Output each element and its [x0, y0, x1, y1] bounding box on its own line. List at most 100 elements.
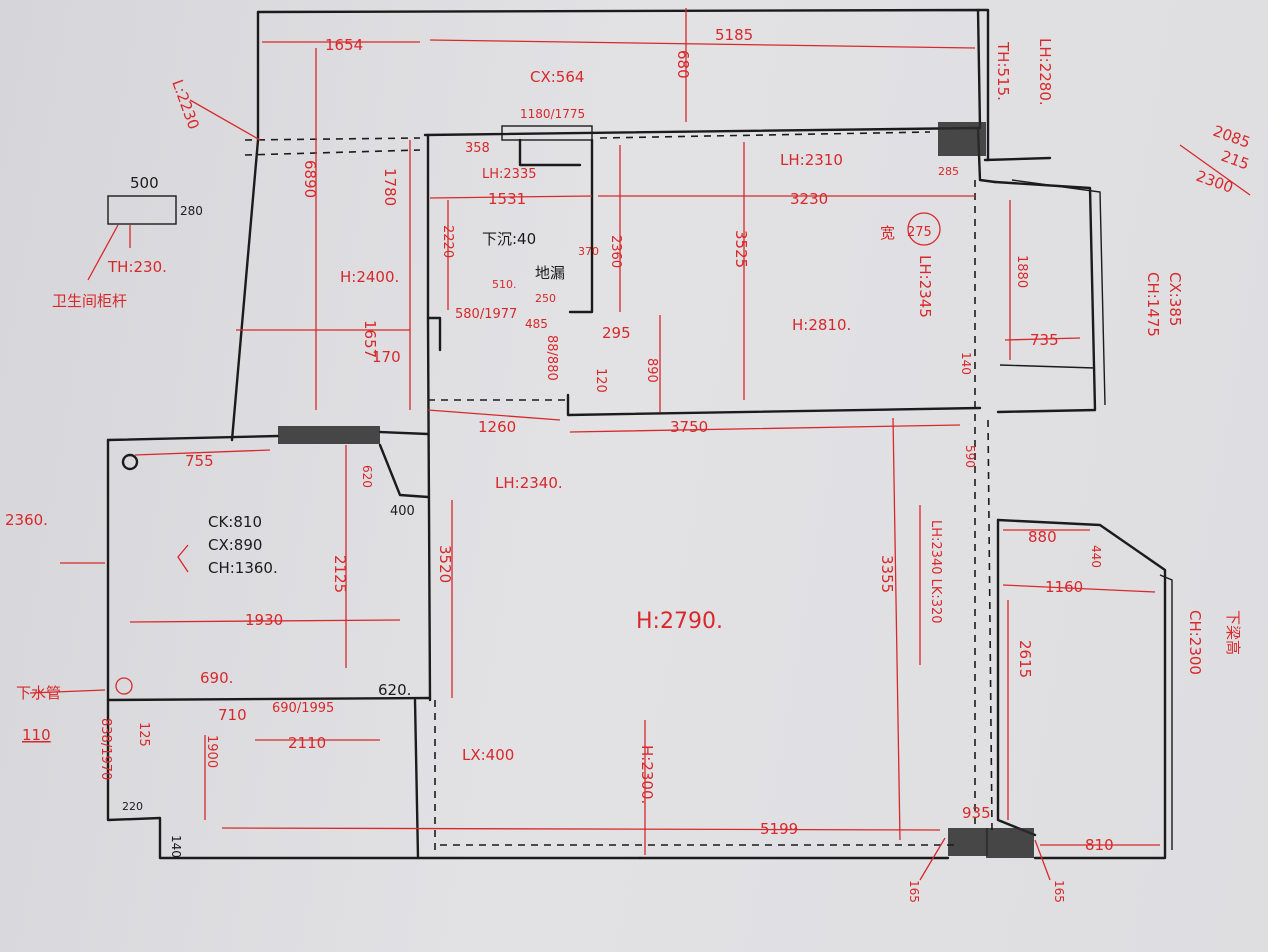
label-1900: 1900 — [204, 735, 219, 768]
label-h2790: H:2790. — [636, 609, 723, 634]
label-880a: 88/880 — [544, 335, 559, 381]
label-165a: 165 — [907, 880, 921, 903]
wall-left-stub — [413, 698, 420, 860]
wall-right-stub — [983, 156, 1052, 162]
dim-5199 — [221, 827, 941, 831]
label-280: 280 — [180, 204, 203, 218]
wall-door-swing — [378, 443, 430, 499]
label-3355: 3355 — [878, 555, 896, 593]
circle-275 — [907, 212, 941, 246]
column-top-right — [938, 122, 986, 156]
label-2615: 2615 — [1016, 640, 1034, 678]
dim-1531 — [429, 195, 593, 199]
label-170: 170 — [372, 348, 401, 366]
dim-2110 — [204, 735, 380, 820]
dimension-labels: 1654 5185 680 CX:564 1180/1775 TH:515. L… — [5, 26, 1253, 903]
label-590: 590 — [963, 445, 977, 468]
dim-1930 — [129, 619, 401, 623]
label-110: 110 — [22, 726, 51, 744]
label-wc: 卫生间柜杆 — [52, 292, 127, 310]
label-165b: 165 — [1052, 880, 1066, 903]
wall-balcony — [996, 518, 1167, 860]
label-620b: 620. — [378, 681, 411, 699]
label-140: 140 — [959, 352, 973, 375]
label-lh2310: LH:2310 — [780, 151, 843, 169]
dim-l2230 — [189, 99, 261, 141]
label-6890: 6890 — [301, 160, 319, 198]
dim-1160 — [1002, 584, 1156, 593]
label-lx400: LX:400 — [462, 746, 514, 764]
wall-bath-inner — [568, 138, 594, 314]
label-1657: 1657 — [361, 320, 379, 358]
label-2360b: 2360. — [5, 511, 48, 529]
label-calc1: 2085 — [1211, 122, 1253, 152]
label-370: 370 — [578, 245, 599, 258]
label-620a: 620 — [360, 465, 374, 488]
label-1930: 1930 — [245, 611, 283, 629]
beam-line-right-b — [987, 419, 993, 831]
beam-line-top — [244, 137, 421, 141]
label-220: 220 — [122, 800, 143, 813]
label-735: 735 — [1030, 331, 1059, 349]
dim-755 — [134, 449, 271, 456]
label-250: 250 — [535, 292, 556, 305]
column-bottom-a — [948, 828, 988, 856]
dim-drain — [29, 689, 106, 694]
label-kuan: 宽 — [880, 224, 895, 242]
label-1531: 1531 — [488, 190, 526, 208]
dim-735 — [1004, 337, 1081, 341]
label-th230: TH:230. — [107, 258, 167, 276]
label-1260: 1260 — [478, 418, 516, 436]
label-1780: 1780 — [381, 168, 399, 206]
label-690b: 690/1995 — [272, 701, 334, 716]
calc-line — [1179, 144, 1251, 196]
label-810: 810 — [1085, 836, 1114, 854]
label-285: 285 — [938, 165, 959, 178]
label-125: 125 — [136, 722, 151, 747]
wall-left-room — [106, 438, 642, 860]
label-cx385: CX:385 — [1166, 272, 1184, 326]
label-lh2340: LH:2340. — [495, 474, 563, 492]
label-358: 358 — [465, 141, 490, 156]
beam-line-bath — [599, 131, 931, 139]
label-1160: 1160 — [1045, 578, 1083, 596]
label-5199: 5199 — [760, 820, 798, 838]
wall-bay-outer — [1011, 179, 1106, 406]
label-1880: 1880 — [1014, 255, 1029, 288]
drain-pipe-circle — [115, 677, 133, 695]
dim-3750 — [427, 409, 961, 433]
wall-left-top — [106, 434, 280, 442]
label-400: 400 — [390, 504, 415, 519]
label-2125: 2125 — [331, 555, 349, 593]
wall-top-right — [976, 8, 990, 162]
label-5185: 5185 — [715, 26, 753, 44]
wall-left-upper — [230, 10, 260, 442]
label-h2810: H:2810. — [792, 316, 851, 334]
label-140b: 140 — [169, 835, 183, 858]
wall-left-bottom — [106, 696, 432, 702]
label-1180: 1180/1775 — [520, 107, 585, 121]
label-510: 510. — [492, 278, 517, 291]
label-710: 710 — [218, 706, 247, 724]
label-lh2280: LH:2280. — [1036, 38, 1054, 106]
label-h2300: H:2300. — [638, 745, 656, 804]
wall-middle-vertical — [426, 133, 432, 702]
wall-bay-window — [993, 180, 1097, 414]
label-3520: 3520 — [436, 545, 454, 583]
label-500: 500 — [130, 174, 159, 192]
label-890: 890 — [644, 358, 659, 383]
wall-left-top-b — [378, 430, 430, 436]
wall-bay-sill — [999, 364, 1096, 369]
window-bath — [501, 125, 593, 141]
label-485: 485 — [525, 317, 548, 331]
dim-cabinet — [87, 224, 131, 281]
label-275: 275 — [907, 225, 932, 240]
label-838: 838/1970 — [98, 718, 113, 780]
label-755: 755 — [185, 452, 214, 470]
drain-circle — [121, 453, 139, 471]
label-3525: 3525 — [732, 230, 750, 268]
wall-top — [256, 8, 982, 130]
label-935: 935 — [962, 804, 991, 822]
